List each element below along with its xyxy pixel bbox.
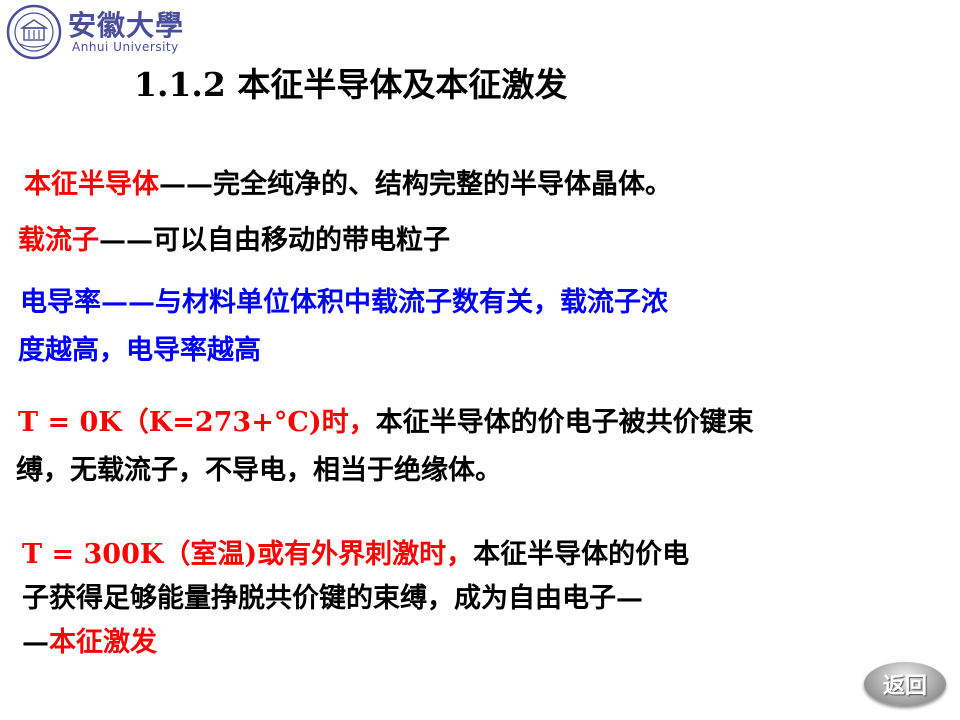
term-intrinsic-semiconductor: 本征半导体 xyxy=(24,169,159,200)
conductivity-line-2: 度越高，电导率越高 xyxy=(18,335,261,366)
term-intrinsic-excitation: 本征激发 xyxy=(49,627,157,658)
definition-text: ——完全纯净的、结构完整的半导体晶体。 xyxy=(159,169,672,200)
dash: — xyxy=(22,627,49,658)
room-temp-line-1: T = 300K（室温)或有外界刺激时，本征半导体的价电 xyxy=(22,532,689,571)
zero-kelvin-line-2: 缚，无载流子，不导电，相当于绝缘体。 xyxy=(16,455,502,486)
back-button-label: 返回 xyxy=(882,673,927,699)
conductivity-line-1: 电导率——与材料单位体积中载流子数有关，载流子浓 xyxy=(20,287,668,318)
definition-intrinsic-semiconductor: 本征半导体——完全纯净的、结构完整的半导体晶体。 xyxy=(24,162,672,201)
university-logo: 安徽大學 Anhui University xyxy=(4,4,194,60)
room-temp-text: 本征半导体的价电 xyxy=(473,539,690,570)
university-name-chinese: 安徽大學 xyxy=(68,9,185,42)
room-temp-line-3: —本征激发 xyxy=(22,620,157,659)
condition-zero-kelvin: T = 0K（K=273+°C)时， xyxy=(18,407,376,438)
room-temp-line-2: 子获得足够能量挣脱共价键的束缚，成为自由电子— xyxy=(22,583,643,614)
condition-room-temperature: T = 300K（室温)或有外界刺激时， xyxy=(22,539,474,570)
slide-title: 1.1.2 本征半导体及本征激发 xyxy=(134,65,568,104)
definition-text: ——可以自由移动的带电粒子 xyxy=(99,225,450,256)
back-button[interactable]: 返回 xyxy=(864,662,946,706)
term-carrier: 载流子 xyxy=(18,225,99,256)
university-seal-icon xyxy=(6,4,62,60)
university-name-english: Anhui University xyxy=(72,40,179,54)
zero-kelvin-line-1: T = 0K（K=273+°C)时，本征半导体的价电子被共价键束 xyxy=(18,400,754,439)
zero-kelvin-text: 本征半导体的价电子被共价键束 xyxy=(375,407,754,438)
definition-carrier: 载流子——可以自由移动的带电粒子 xyxy=(18,218,450,257)
